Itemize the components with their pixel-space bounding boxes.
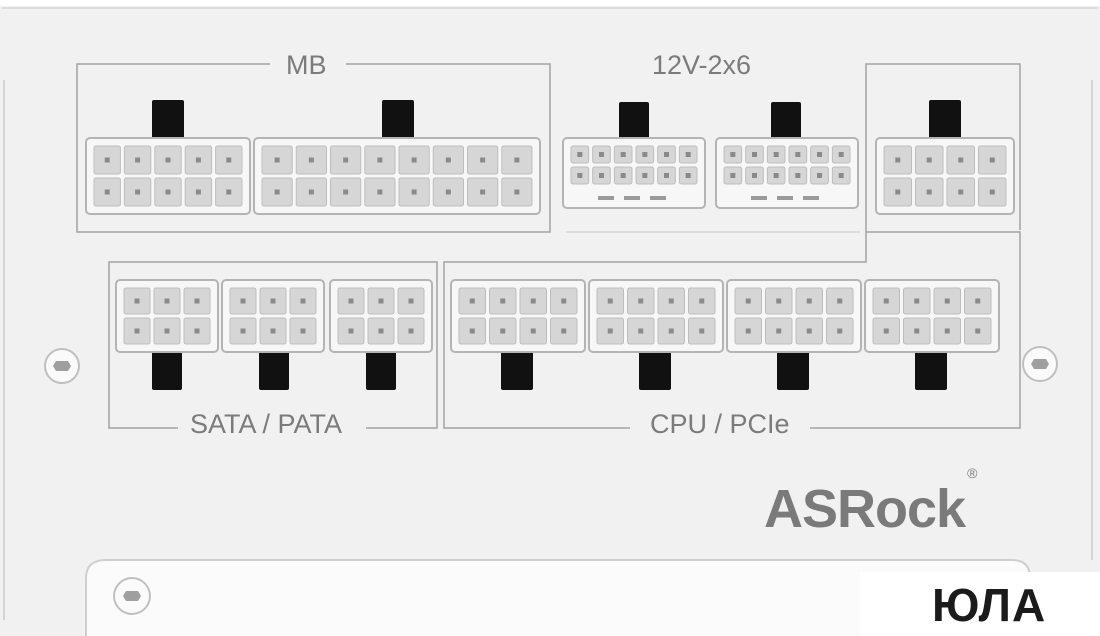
sata-pata-connector-3 — [329, 279, 433, 390]
watermark: ЮЛА — [860, 572, 1100, 636]
screw-bottom — [113, 577, 151, 615]
mb-connector-10pin — [85, 100, 251, 215]
latch — [639, 348, 671, 390]
connectors — [85, 100, 1015, 390]
group-outlines — [76, 63, 1021, 429]
latch — [777, 348, 809, 390]
top-right-connector-8pin — [875, 100, 1015, 215]
screw-left — [44, 348, 80, 384]
sata-pata-connector-2 — [221, 279, 325, 390]
bottom-recess — [85, 559, 1031, 636]
latch — [501, 348, 533, 390]
screw-right — [1022, 346, 1058, 382]
brand-name: ASRock — [764, 479, 966, 539]
latch — [152, 348, 182, 390]
latch — [366, 348, 396, 390]
watermark-text: ЮЛА — [932, 579, 1047, 631]
label-mb: MB — [274, 50, 339, 81]
hpwr-connector-1 — [562, 102, 706, 209]
latch — [619, 102, 649, 142]
mb-connector-14pin — [253, 100, 541, 215]
cpu-pcie-connector-1 — [450, 279, 586, 390]
cpu-pcie-connector-2 — [588, 279, 724, 390]
brand-logo: ASRock® — [764, 465, 977, 540]
registered-mark: ® — [967, 465, 977, 481]
latch — [152, 100, 184, 142]
latch — [771, 102, 801, 142]
latch — [382, 100, 414, 142]
latch — [915, 348, 947, 390]
cpu-pcie-connector-4 — [864, 279, 1000, 390]
cpu-pcie-connector-3 — [726, 279, 862, 390]
sata-pata-connector-1 — [115, 279, 219, 390]
latch — [259, 348, 289, 390]
label-sata-pata: SATA / PATA — [178, 409, 355, 440]
label-cpu-pcie: CPU / PCIe — [638, 409, 802, 440]
hpwr-connector-2 — [715, 102, 859, 209]
label-12v-2x6: 12V-2x6 — [640, 50, 764, 81]
latch — [929, 100, 961, 142]
